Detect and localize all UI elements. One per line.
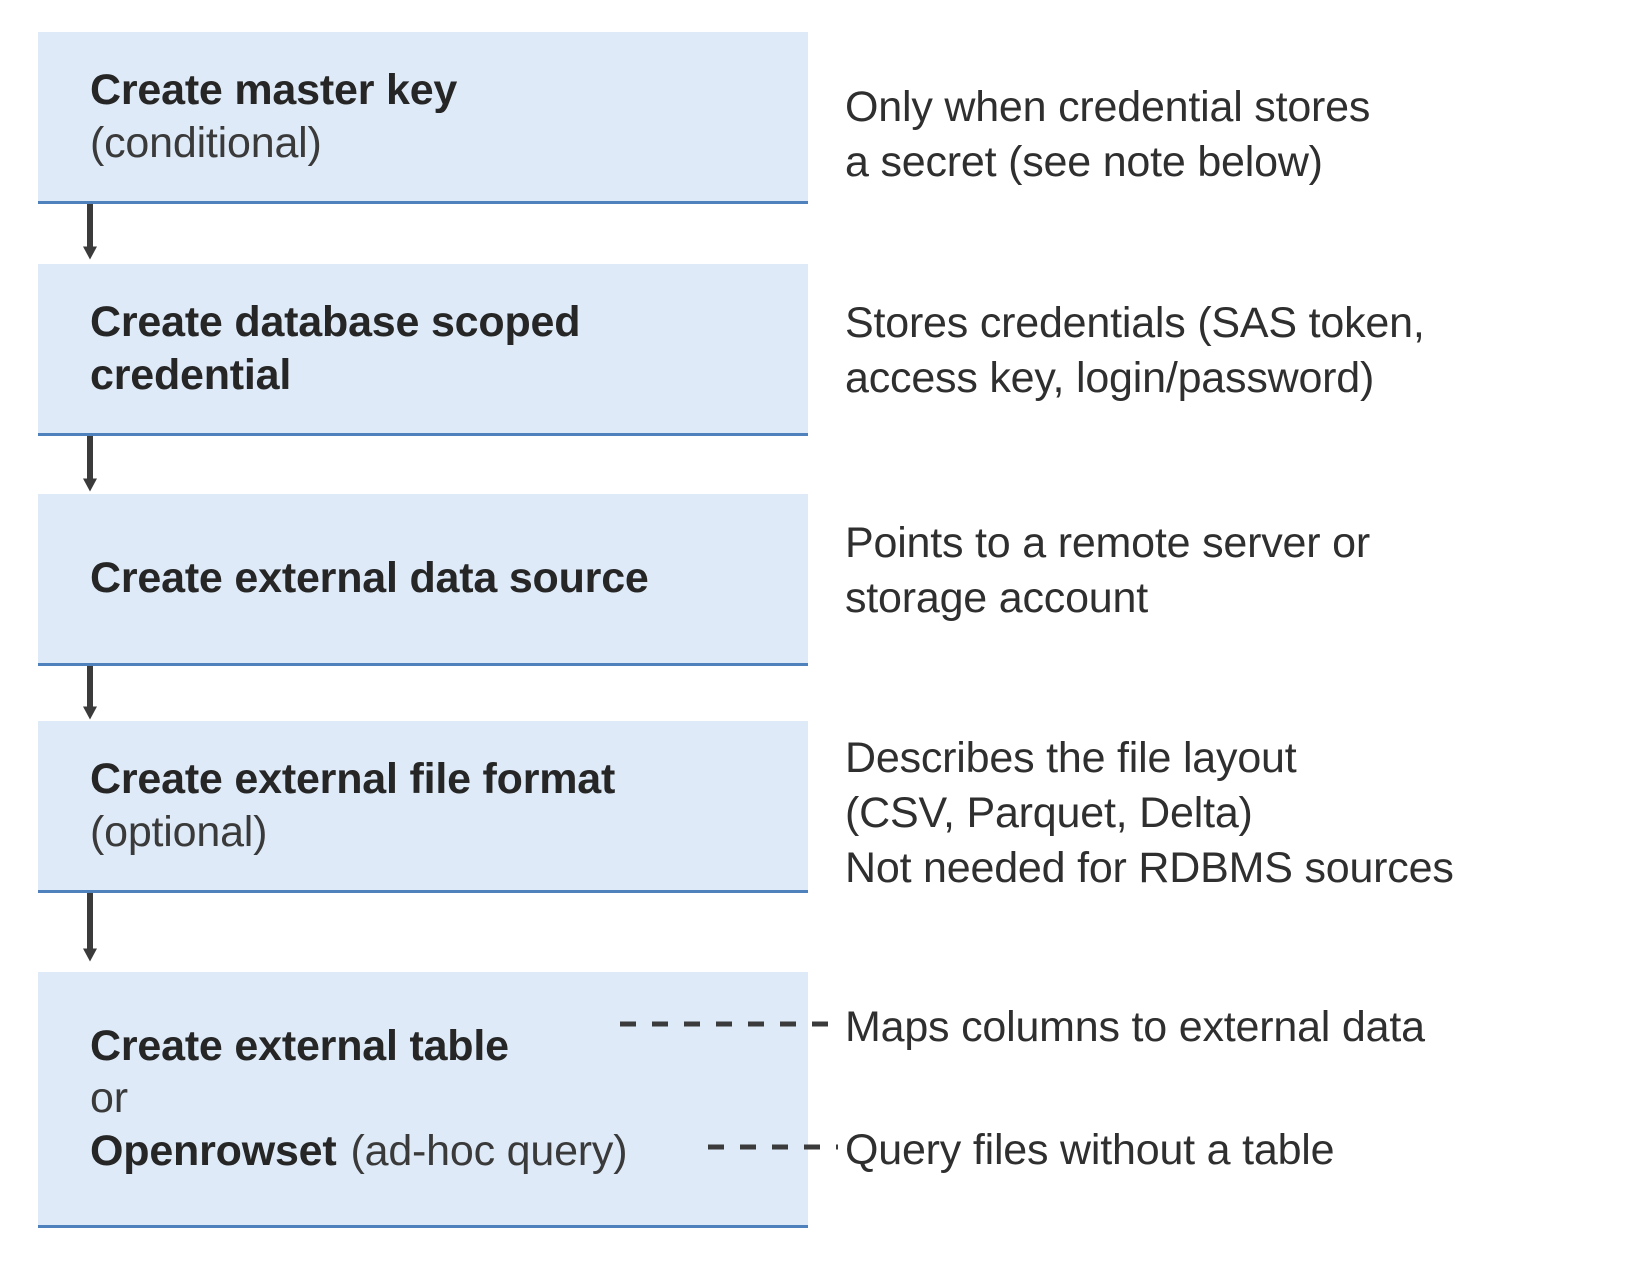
note-line: access key, login/password) <box>845 354 1375 403</box>
step-box-create-external-file-format[interactable]: Create external file format (optional) <box>38 721 808 893</box>
step-box-create-database-scoped-credential[interactable]: Create database scoped credential <box>38 264 808 436</box>
step-row-3: Create external data source Points to a … <box>0 494 1638 666</box>
note-line: a secret (see note below) <box>845 138 1323 187</box>
step-title-row: Create external table <box>90 1020 794 1072</box>
step-note-external-table: Maps columns to external data <box>845 1000 1635 1055</box>
note-line: storage account <box>845 574 1148 623</box>
step-note-openrowset: Query files without a table <box>845 1123 1635 1178</box>
step-title-line-1: Create database scoped <box>90 298 581 347</box>
step-row-2: Create database scoped credential Stores… <box>0 264 1638 436</box>
note-line: (CSV, Parquet, Delta) <box>845 789 1253 838</box>
step-title: Create external data source <box>90 554 649 603</box>
step-note-create-database-scoped-credential: Stores credentials (SAS token, access ke… <box>845 296 1635 406</box>
step-box-create-external-data-source[interactable]: Create external data source <box>38 494 808 666</box>
step-row-4: Create external file format (optional) D… <box>0 721 1638 893</box>
step-separator: or <box>90 1074 128 1123</box>
step-note-create-external-file-format: Describes the file layout (CSV, Parquet,… <box>845 731 1635 896</box>
note-line: Maps columns to external data <box>845 1003 1425 1051</box>
note-line: Points to a remote server or <box>845 519 1370 567</box>
step-title-line-2: credential <box>90 350 292 399</box>
note-line: Stores credentials (SAS token, <box>845 299 1425 347</box>
step-note-create-external-data-source: Points to a remote server or storage acc… <box>845 516 1635 626</box>
step-subtitle: (optional) <box>90 807 268 856</box>
step-alt-suffix: (ad-hoc query) <box>350 1126 628 1175</box>
step-note-create-master-key: Only when credential stores a secret (se… <box>845 80 1635 190</box>
step-title: Create master key <box>90 66 458 115</box>
step-title: Create external file format <box>90 755 616 804</box>
step-box-create-master-key[interactable]: Create master key (conditional) <box>38 32 808 204</box>
step-row-1: Create master key (conditional) Only whe… <box>0 32 1638 204</box>
step-row-5: Create external table or Openrowset (ad-… <box>0 972 1638 1228</box>
note-line: Only when credential stores <box>845 83 1371 131</box>
step-title: Create external table <box>90 1021 509 1070</box>
note-line: Not needed for RDBMS sources <box>845 844 1454 893</box>
step-alt-title: Openrowset <box>90 1126 337 1175</box>
note-line: Describes the file layout <box>845 734 1297 782</box>
note-line: Query files without a table <box>845 1126 1335 1174</box>
step-subtitle: (conditional) <box>90 118 322 167</box>
step-box-create-external-table-or-openrowset[interactable]: Create external table or Openrowset (ad-… <box>38 972 808 1228</box>
step-alt-title-row: Openrowset (ad-hoc query) <box>90 1125 794 1177</box>
